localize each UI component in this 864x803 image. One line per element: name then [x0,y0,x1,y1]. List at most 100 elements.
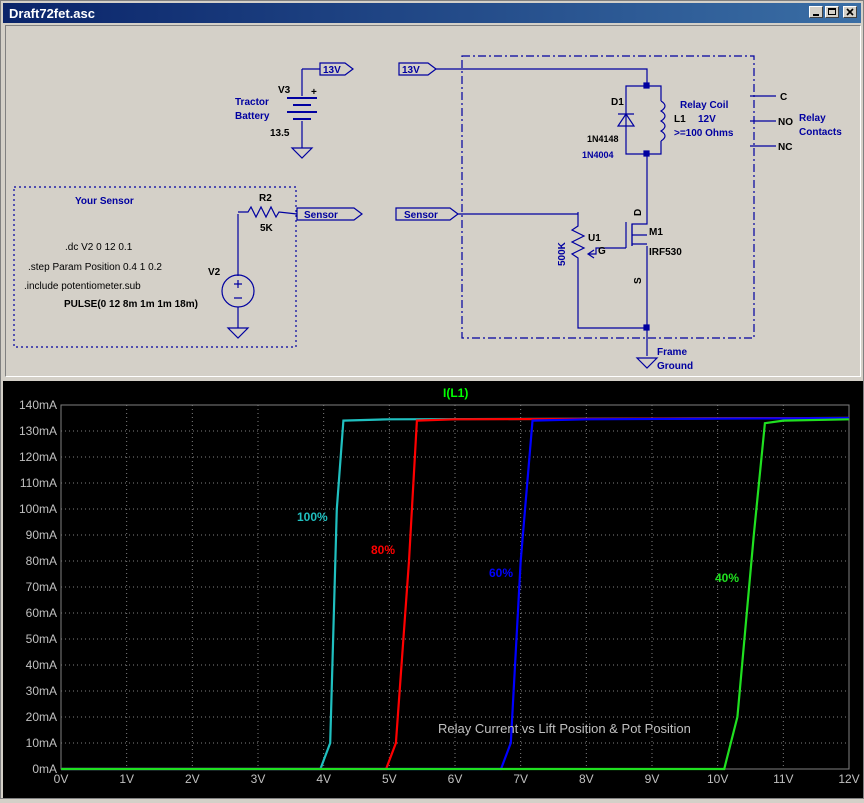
x-tick-label: 10V [707,772,728,786]
title-bar[interactable]: Draft72fet.asc [3,3,861,23]
x-tick-label: 0V [54,772,69,786]
x-tick-label: 3V [251,772,266,786]
net-flag-sensor-in [395,207,459,221]
y-tick-label: 10mA [26,736,57,750]
your-sensor-label: Your Sensor [75,196,134,207]
net-label-sensor-out: Sensor [304,210,338,221]
pot-wiper-wire [586,247,626,259]
v2-ground-icon [226,327,250,339]
waveform-plot-pane[interactable]: 0V 1V 2V 3V 4V 5V 6V 7V 8V 9V 10V 11V 12V 0mA 10mA 20mA… [3,381,863,798]
series-label: 60% [489,566,513,580]
mosfet-drain-source-wire [631,154,648,262]
x-tick-label: 6V [448,772,463,786]
x-tick-label: 11V [773,772,793,786]
series-line[interactable] [61,418,850,771]
l1-name: L1 [674,114,686,125]
v2-polarity-icon [234,280,242,299]
net-flag-sensor-out [296,207,363,221]
y-tick-label: 70mA [26,580,57,594]
y-tick-label: 120mA [19,450,57,464]
d1-part1: 1N4148 [587,134,619,144]
diode-d1-icon [616,112,636,127]
d1-name: D1 [611,97,624,108]
directive-include[interactable]: .include potentiometer.sub [24,281,141,292]
y-tick-label: 80mA [26,554,57,568]
y-tick-label: 110mA [20,476,57,490]
coil-l1-icon [659,100,666,142]
maximize-button[interactable] [825,6,839,18]
battery-symbol [287,97,317,120]
x-tick-label: 8V [579,772,594,786]
y-tick-label: 130mA [19,424,57,438]
maximize-icon [828,8,836,15]
series-label: 40% [715,571,739,585]
plot-frame [60,404,850,770]
relay-coil-line3: >=100 Ohms [674,128,734,139]
d1-part2: 1N4004 [582,150,614,160]
directive-step[interactable]: .step Param Position 0.4 1 0.2 [28,262,162,273]
u1-name: U1 [588,233,601,244]
x-tick-label: 7V [513,772,528,786]
y-tick-label: 90mA [26,528,57,542]
x-tick-label: 9V [645,772,660,786]
waveform-chart: 0V 1V 2V 3V 4V 5V 6V 7V 8V 9V 10V 11V 12V 0mA 10mA 20mA… [19,386,860,786]
v3-plus: + [311,87,317,98]
net-flag-13v-left [319,62,354,76]
net-label-13v-left: 13V [323,65,341,76]
x-tick-label: 12V [838,772,859,786]
u1-gate-label: G [598,246,606,257]
contact-c: C [780,92,787,103]
x-tick-label: 1V [119,772,134,786]
voltage-source-v2-icon [221,274,255,308]
net-flag-13v-right [398,62,437,76]
net-label-sensor-in: Sensor [404,210,438,221]
frame-ground-icon [635,357,659,369]
schematic-pane[interactable]: 13V 13V V3 + Tractor Battery 13.5 D1 1N4… [5,25,861,377]
relay-coil-line2: 12V [698,114,716,125]
x-tick-label: 4V [316,772,331,786]
y-tick-label: 50mA [26,632,57,646]
contact-nc: NC [778,142,792,153]
junction-dot [643,324,650,331]
x-tick-label: 5V [382,772,397,786]
y-tick-label: 100mA [19,502,57,516]
y-tick-label: 40mA [26,658,57,672]
v3-label-line1: Tractor [235,97,269,108]
y-tick-label: 20mA [26,710,57,724]
ground-label-line2: Ground [657,361,693,372]
sensor-box [13,186,297,348]
net-label-13v-right: 13V [402,65,420,76]
schematic-canvas: 13V 13V V3 + Tractor Battery 13.5 D1 1N4… [13,55,842,372]
v2-value: PULSE(0 12 8m 1m 1m 18m) [64,299,198,310]
v3-value: 13.5 [270,128,290,139]
mosfet-m1-icon [625,222,647,248]
close-icon [846,8,854,16]
close-button[interactable] [843,6,857,18]
v3-ground-icon [290,147,314,159]
source-to-pot-wire [577,262,648,329]
relay-module-box [461,55,755,339]
m1-drain-label: D [633,209,644,216]
x-tick-label: 2V [185,772,200,786]
r2-name: R2 [259,193,272,204]
series-label: 100% [297,510,328,524]
minimize-icon [813,14,819,16]
v3-name: V3 [278,85,291,96]
junction-dot [643,82,650,89]
relay-contacts-line1: Relay [799,113,826,124]
potentiometer-u1-icon [570,212,586,262]
y-tick-label: 0mA [32,762,57,776]
window-title: Draft72fet.asc [9,6,95,21]
m1-name: M1 [649,227,663,238]
y-tick-label: 140mA [19,398,57,412]
v2-name: V2 [208,267,221,278]
directive-dc[interactable]: .dc V2 0 12 0.1 [65,242,133,253]
r2-value: 5K [260,223,274,234]
series-label: 80% [371,543,395,557]
minimize-button[interactable] [809,6,823,18]
trace-title[interactable]: I(L1) [443,386,468,400]
u1-value: 500K [557,241,568,266]
resistor-r2-icon [237,205,298,276]
v3-label-line2: Battery [235,111,270,122]
